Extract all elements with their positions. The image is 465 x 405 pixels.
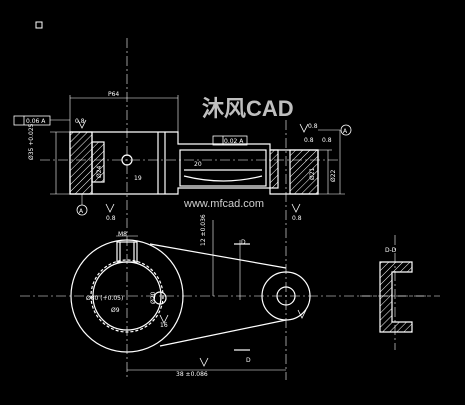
datum-label-a: A	[79, 208, 84, 215]
dim-keyway: M8	[118, 231, 127, 238]
cut-label-bottom: D	[246, 357, 251, 364]
section-d-d	[379, 261, 413, 333]
dim-top-length: P64	[108, 91, 119, 98]
dim-bore-depth: Ø24	[96, 165, 103, 178]
plan-view	[70, 220, 311, 371]
watermark-url: www.mfcad.com	[183, 198, 264, 210]
front-section-view	[13, 95, 352, 216]
roughness-4: 0.8	[308, 123, 318, 130]
dim-pin: Ø9	[111, 307, 120, 314]
dim-slot: 20	[194, 161, 202, 168]
dim-vertical: 12 ±0.036	[200, 214, 207, 246]
cut-label-top: D	[241, 239, 246, 246]
dim-right-height2: Ø22	[330, 169, 337, 182]
dim-bottom: 38 ±0.086	[176, 371, 208, 378]
roughness-2: 0.8	[106, 215, 116, 222]
dim-small: 16	[160, 322, 168, 329]
section-title: D-D	[385, 247, 397, 254]
roughness-5: 0.8	[304, 137, 314, 144]
dim-flatness: 0.06 A	[26, 118, 46, 125]
roughness-3: 0.8	[292, 215, 302, 222]
dim-mid-height: 19	[134, 175, 142, 182]
datum-label-a-right: A	[343, 128, 348, 135]
dim-parallel: 0.02 A	[224, 138, 244, 145]
corner-marker	[35, 21, 43, 29]
dim-right-height: Ø21	[309, 167, 316, 180]
watermark-brand: 沐风CAD	[202, 96, 294, 121]
dim-left-height: Ø35 +0.025	[28, 123, 35, 160]
roughness-1: 0.8	[75, 118, 85, 125]
dim-bore: Ø80 (+0.05)	[86, 295, 123, 302]
roughness-6: 0.8	[322, 137, 332, 144]
dim-arm: Ø20	[150, 291, 157, 304]
